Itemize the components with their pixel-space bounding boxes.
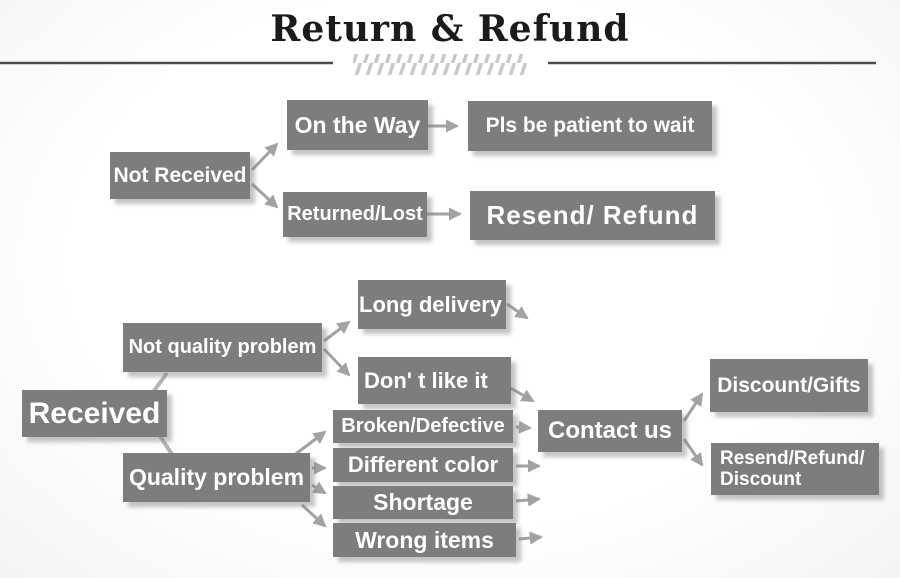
node-dont-like-it: Don' t like it <box>358 357 511 404</box>
node-not-quality-problem: Not quality problem <box>123 323 322 372</box>
arrow-contact-us-to-resend-refund-discount <box>682 438 704 467</box>
node-resend-refund-discount: Resend/Refund/ Discount <box>711 443 879 495</box>
node-returned-lost: Returned/Lost <box>283 192 427 237</box>
node-wrong-items: Wrong items <box>333 523 516 557</box>
diagram-title: Return & Refund <box>270 8 630 50</box>
node-long-delivery: Long delivery <box>358 280 506 329</box>
arrow-contact-us-to-discount-gifts <box>682 392 704 422</box>
node-not-received: Not Received <box>110 152 250 199</box>
node-contact-us: Contact us <box>538 410 682 452</box>
node-received: Received <box>22 390 167 437</box>
arrow-nqp-to-dont-like-it <box>322 347 351 377</box>
connector-received-to-nqp <box>152 371 169 393</box>
arrow-not-received-to-on-the-way <box>250 142 279 172</box>
node-shortage: Shortage <box>333 486 513 519</box>
node-different-color: Different color <box>333 448 513 482</box>
arrow-qp-to-shortage <box>311 481 327 495</box>
arrow-nqp-to-long-delivery <box>323 320 351 343</box>
arrow-qp-to-wrong-items <box>300 503 327 528</box>
node-broken-defective: Broken/Defective <box>333 410 513 443</box>
arrow-broken-defective-to-contact-us <box>515 420 532 434</box>
arrow-long-delivery-out <box>506 302 529 320</box>
node-pls-be-patient: Pls be patient to wait <box>468 101 712 151</box>
arrow-wrong-items-out <box>518 531 543 545</box>
node-on-the-way: On the Way <box>287 100 428 150</box>
node-resend-refund: Resend/ Refund <box>470 191 715 240</box>
node-discount-gifts: Discount/Gifts <box>710 359 868 412</box>
connector-received-to-qp <box>158 434 175 458</box>
arrow-not-received-to-returned-lost <box>250 182 279 209</box>
arrow-qp-to-broken-defective <box>292 430 327 458</box>
arrow-shortage-out <box>515 493 541 507</box>
arrow-dont-like-it-to-contact-us <box>506 384 535 403</box>
title-hatch-marks <box>353 54 528 75</box>
node-quality-problem: Quality problem <box>123 453 310 502</box>
